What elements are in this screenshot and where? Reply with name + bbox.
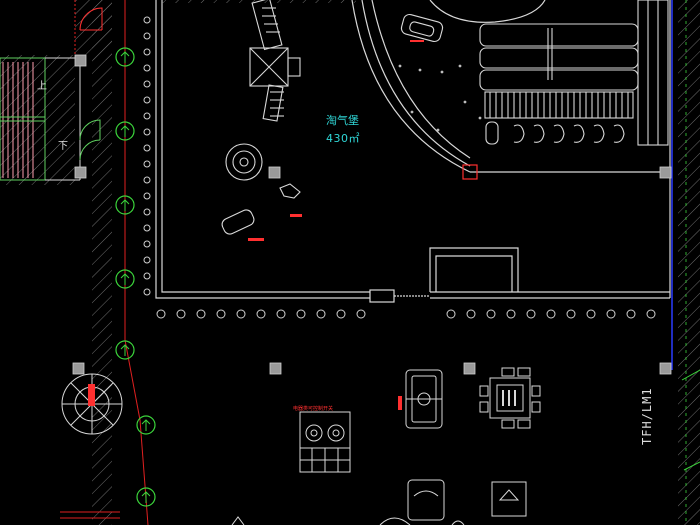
- hatch-corridor-wall: [92, 0, 112, 525]
- stair-down-label: 下: [58, 141, 68, 152]
- equipment-note: 电器类可控制开关: [293, 406, 334, 412]
- axis-markers: [115, 47, 156, 507]
- bottom-equipment: [407, 479, 527, 521]
- room-area-label: 430㎡: [326, 132, 360, 145]
- rocker-row: [485, 121, 625, 145]
- equipment-labels-red: [248, 40, 424, 241]
- perimeter-dots: [143, 16, 656, 319]
- play-equipment: [221, 13, 444, 235]
- staircase: [0, 7, 103, 181]
- right-green-lines: [681, 369, 700, 471]
- grid-line-red: [124, 0, 149, 525]
- table-tennis-marker: [398, 396, 402, 410]
- dining-set-text: [502, 390, 516, 406]
- curved-arena: [351, 0, 670, 173]
- column-tag-label: TFH/LM1: [640, 387, 654, 445]
- arena-dots: [398, 64, 482, 132]
- round-table-marker: [88, 384, 95, 406]
- dining-set: [479, 367, 541, 429]
- play-room-walls: [155, 0, 671, 303]
- table-tennis: [405, 369, 443, 429]
- bottom-walls: [231, 516, 465, 525]
- climbing-tower: [249, 0, 301, 122]
- column-highlight: [462, 164, 478, 180]
- slide-lanes: [479, 0, 669, 146]
- room-name-label: 淘气堡: [326, 114, 359, 127]
- game-machine: [299, 411, 351, 473]
- structural-columns: [72, 54, 672, 375]
- stair-up-label: 上: [37, 81, 47, 92]
- bottom-red-walls: [60, 511, 120, 519]
- hatch-right: [678, 0, 700, 525]
